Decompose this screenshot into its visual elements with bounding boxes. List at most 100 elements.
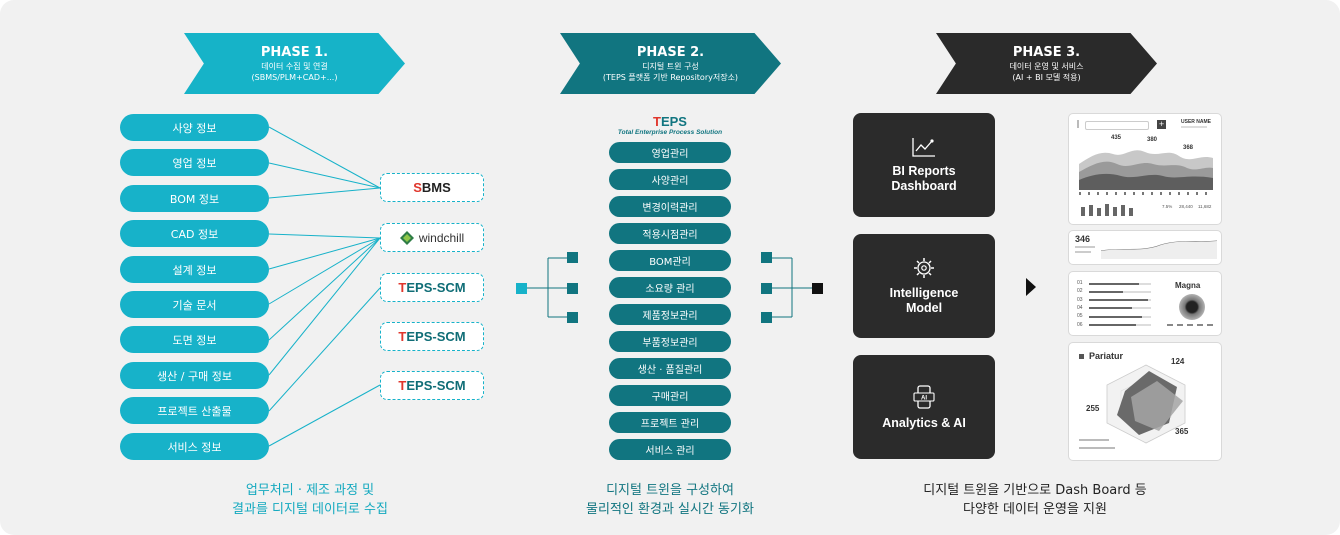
stat-1: 7.5% bbox=[1162, 204, 1173, 209]
caption-phase-3: 디지털 트윈을 기반으로 Dash Board 등 다양한 데이터 운영을 지원 bbox=[880, 481, 1190, 519]
caption-phase-2: 디지털 트윈을 구성하여 물리적인 환경과 실시간 동기화 bbox=[520, 481, 820, 519]
bar-label: 06 bbox=[1077, 321, 1083, 328]
caption-phase-3-line2: 다양한 데이터 운영을 지원 bbox=[963, 502, 1107, 517]
user-sub-line bbox=[1181, 126, 1207, 128]
phase-3-title: PHASE 3. bbox=[1012, 44, 1081, 60]
search-bar bbox=[1085, 121, 1149, 130]
bar-track bbox=[1089, 299, 1151, 302]
peak-label-a: 435 bbox=[1111, 135, 1122, 141]
line-chart bbox=[1101, 240, 1217, 259]
bar-row: 04 bbox=[1077, 305, 1157, 312]
line-sub-1 bbox=[1075, 246, 1095, 248]
play-arrow-icon bbox=[1026, 278, 1036, 296]
module-purchase: 구매관리 bbox=[609, 385, 731, 406]
module-sales: 영업관리 bbox=[609, 142, 731, 163]
bar-track bbox=[1089, 290, 1151, 293]
caption-phase-1-line1: 업무처리 · 제조 과정 및 bbox=[245, 483, 375, 498]
bar-row: 05 bbox=[1077, 313, 1157, 320]
line-value: 346 bbox=[1075, 234, 1091, 244]
input-bom-info: BOM 정보 bbox=[120, 185, 269, 212]
module-change-history: 변경이력관리 bbox=[609, 196, 731, 217]
teps-scm-rest: EPS-SCM bbox=[406, 378, 466, 393]
bar-label: 04 bbox=[1077, 304, 1083, 311]
radar-value-1: 124 bbox=[1171, 357, 1185, 366]
bar-row: 03 bbox=[1077, 297, 1157, 304]
left-input-node bbox=[516, 283, 527, 294]
module-bom: BOM관리 bbox=[609, 250, 731, 271]
source-windchill: windchill bbox=[380, 223, 484, 252]
service-analytics-line1: Analytics & AI bbox=[882, 415, 966, 430]
module-part-info: 부품정보관리 bbox=[609, 331, 731, 352]
bar-track bbox=[1089, 315, 1151, 318]
input-drawing-info: 도면 정보 bbox=[120, 326, 269, 353]
x-axis-ticks bbox=[1079, 192, 1213, 195]
gear-brain-icon bbox=[914, 258, 934, 278]
windchill-label: windchill bbox=[418, 230, 465, 245]
bar-label: 02 bbox=[1077, 288, 1083, 295]
input-cad-info: CAD 정보 bbox=[120, 220, 269, 247]
dashboard-line-panel: 346 bbox=[1068, 230, 1222, 265]
radar-value-3: 365 bbox=[1175, 427, 1189, 436]
input-service-info: 서비스 정보 bbox=[120, 433, 269, 460]
radar-chart bbox=[1106, 364, 1186, 444]
peak-label-b: 380 bbox=[1147, 137, 1158, 143]
gauge-title: Magna bbox=[1175, 281, 1201, 290]
phase-2-title: PHASE 2. bbox=[636, 44, 705, 60]
module-project: 프로젝트 관리 bbox=[609, 412, 731, 433]
phase-2-arrow: PHASE 2. 디지털 트윈 구성 (TEPS 플랫폼 기반 Reposito… bbox=[560, 33, 781, 94]
caption-phase-3-line1: 디지털 트윈을 기반으로 Dash Board 등 bbox=[923, 483, 1147, 498]
svg-text:AI: AI bbox=[921, 395, 927, 401]
stat-3: 11,682 bbox=[1198, 204, 1212, 209]
phase-3-line2: (AI + BI 모델 적용) bbox=[1012, 72, 1081, 82]
phase-3-arrow: PHASE 3. 데이터 운영 및 서비스 (AI + BI 모델 적용) bbox=[936, 33, 1157, 94]
teps-scm-t: T bbox=[398, 329, 407, 344]
service-bi-line1: BI Reports bbox=[892, 164, 956, 178]
radar-value-2: 255 bbox=[1086, 404, 1100, 413]
left-node-1 bbox=[567, 252, 578, 263]
input-spec-info: 사양 정보 bbox=[120, 114, 269, 141]
teps-scm-t: T bbox=[398, 378, 407, 393]
left-node-3 bbox=[567, 312, 578, 323]
right-bracket bbox=[766, 257, 818, 318]
service-intel-line2: Model bbox=[905, 301, 943, 315]
input-connectors bbox=[268, 126, 381, 447]
radar-legend-2 bbox=[1079, 447, 1115, 449]
bar-fill bbox=[1089, 307, 1133, 310]
ai-phone-icon: AI bbox=[913, 384, 935, 409]
user-name: USER NAME bbox=[1181, 119, 1212, 125]
phase-3-line1: 데이터 운영 및 서비스 bbox=[1009, 61, 1084, 71]
bar-fill bbox=[1089, 282, 1139, 285]
right-node-2 bbox=[761, 283, 772, 294]
module-production-quality: 생산 · 품질관리 bbox=[609, 358, 731, 379]
module-effectivity: 적용시점관리 bbox=[609, 223, 731, 244]
bar-label: 05 bbox=[1077, 313, 1083, 320]
sbms-logo-s: S bbox=[413, 180, 422, 195]
mini-bars bbox=[1081, 204, 1133, 216]
stat-2: 28,440 bbox=[1179, 204, 1193, 209]
input-tech-docs: 기술 문서 bbox=[120, 291, 269, 318]
bar-label: 03 bbox=[1077, 296, 1083, 303]
phase-1-title: PHASE 1. bbox=[260, 44, 329, 60]
teps-scm-rest: EPS-SCM bbox=[406, 329, 466, 344]
service-intel-line1: Intelligence bbox=[889, 286, 959, 300]
menu-icon bbox=[1077, 120, 1079, 128]
phase-1-line1: 데이터 수집 및 연결 bbox=[261, 61, 328, 71]
caption-phase-1: 업무처리 · 제조 과정 및 결과를 디지털 데이터로 수집 bbox=[160, 481, 460, 519]
bar-row: 02 bbox=[1077, 288, 1157, 295]
right-node-3 bbox=[761, 312, 772, 323]
bar-label: 01 bbox=[1077, 280, 1083, 286]
service-analytics-ai: AI Analytics & AI bbox=[853, 355, 995, 459]
dashboard-radar-panel: Pariatur 124 255 365 bbox=[1068, 342, 1222, 461]
teps-scm-rest: EPS-SCM bbox=[406, 280, 466, 295]
left-bracket bbox=[522, 257, 572, 318]
bar-track bbox=[1089, 307, 1151, 310]
